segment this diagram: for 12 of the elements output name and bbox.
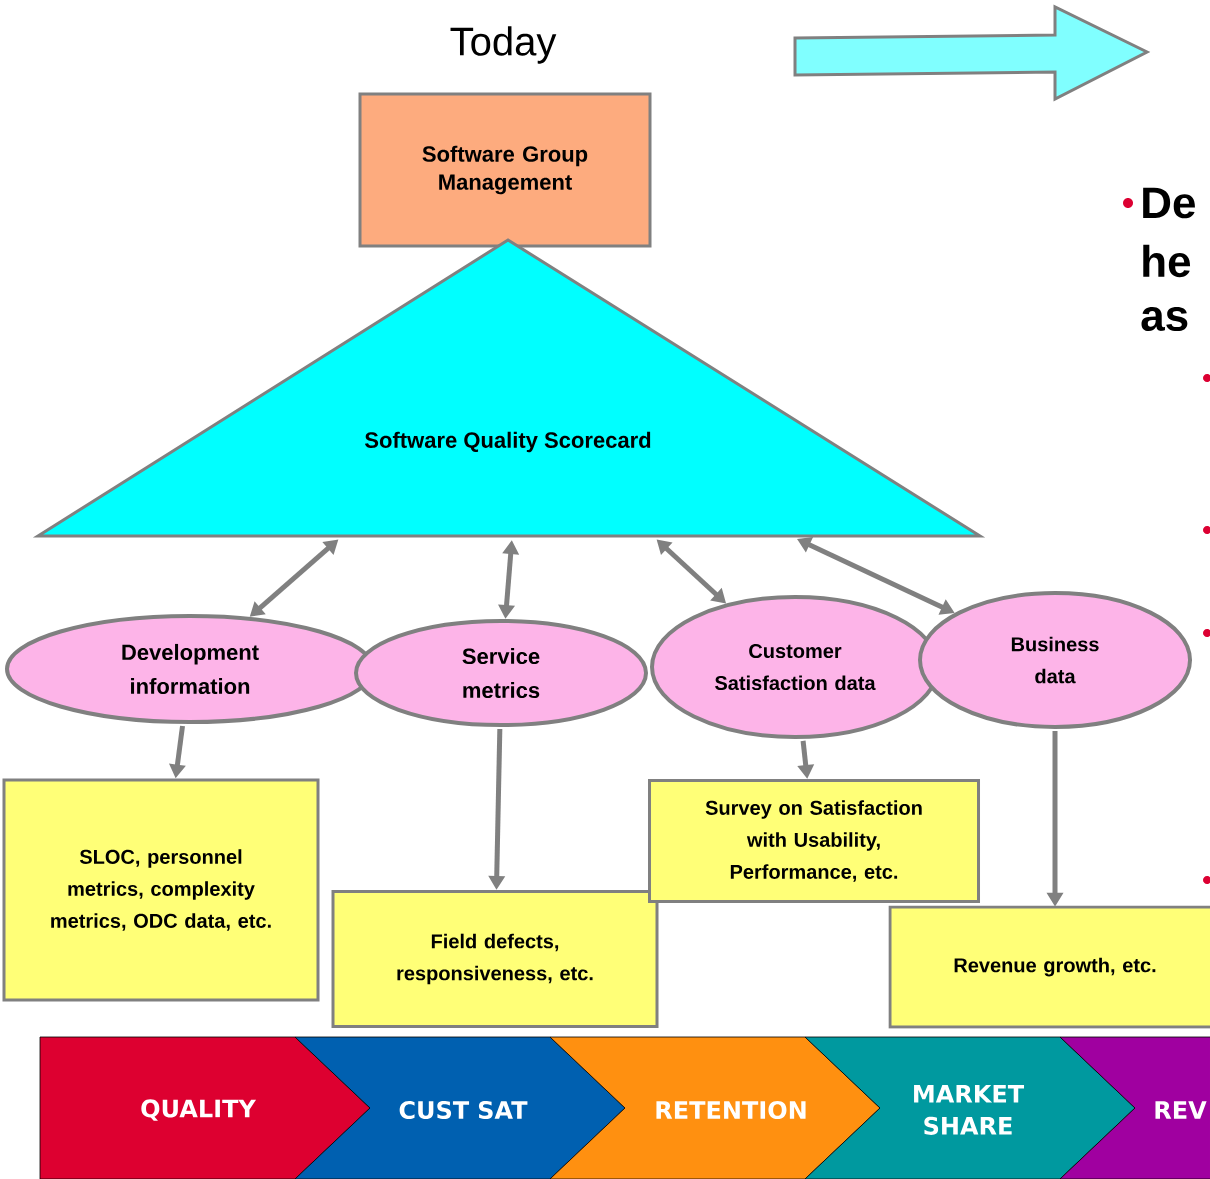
example-box: Field defects, responsiveness, etc.	[331, 890, 659, 1028]
bullet-text: he	[1143, 244, 1191, 278]
example-box: Survey on Satisfaction with Usability, Performance, etc.	[648, 779, 980, 903]
chevron-step: QUALITY	[39, 1036, 371, 1179]
chevron-step: REV	[1059, 1036, 1210, 1179]
management-box: Software Group Management	[358, 92, 652, 248]
chevron-step: CUST SAT	[294, 1036, 626, 1179]
example-box: SLOC, personnel metrics, complexity metrics, ODC data, etc.	[2, 778, 320, 1002]
chevron-step: RETENTION	[549, 1036, 881, 1179]
bullet-text: as	[1141, 306, 1188, 332]
bullet-text: De	[1143, 187, 1195, 219]
example-box: Revenue growth, etc.	[888, 905, 1210, 1029]
